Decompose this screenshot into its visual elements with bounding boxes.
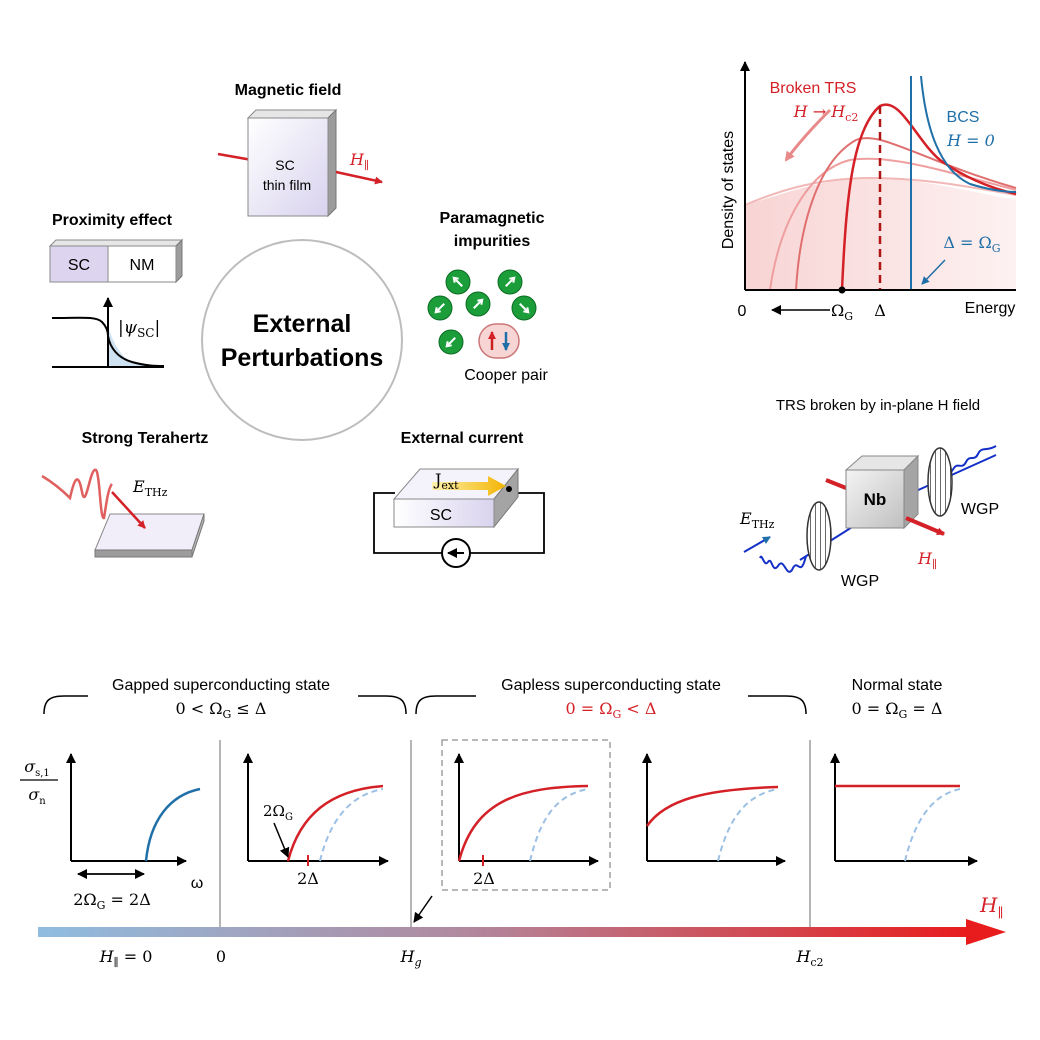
- two-delta-b: 2Δ: [473, 869, 495, 888]
- tick-zero: 0: [216, 947, 226, 966]
- tick-hc2: Hc2: [795, 947, 823, 969]
- dos-plot: Broken TRS H → Hc2 BCS H = 0 Density of …: [720, 61, 1017, 323]
- impurity-spin-icon: [511, 295, 537, 321]
- dos-fill: [745, 177, 1016, 290]
- gapped-brace-right: [358, 695, 407, 715]
- broken-trs-h: H → Hc2: [793, 102, 859, 124]
- tick-hg: Hg: [400, 947, 422, 969]
- dos-x-delta: Δ: [874, 301, 886, 320]
- film-label-2: thin film: [263, 177, 311, 193]
- wgp1-label: WGP: [841, 573, 879, 590]
- impurity-spin-icon: [445, 269, 471, 295]
- field-label: H∥: [349, 150, 369, 172]
- dos-x-zero: 0: [738, 303, 747, 320]
- bcs-label: BCS: [947, 109, 980, 126]
- h-axis-label: H∥: [979, 893, 1003, 921]
- setup-title: TRS broken by in-plane H field: [776, 397, 980, 414]
- h-field-arrow: [905, 516, 945, 536]
- omega-label: ω: [191, 875, 204, 892]
- paramagnetic-title-1: Paramagnetic: [440, 210, 545, 227]
- panel2-red-curve: [286, 784, 384, 862]
- panel3-red-curve: [457, 784, 589, 862]
- highlight-box: [441, 739, 611, 891]
- normal-title: Normal state: [852, 677, 943, 694]
- magnetic-field-title: Magnetic field: [235, 82, 342, 99]
- h-axis-arrowhead: [966, 919, 1006, 945]
- psi-label: |ψSC|: [118, 318, 160, 340]
- current-panel: External current Jext SC: [373, 430, 545, 568]
- jext-label: Jext: [433, 470, 459, 492]
- gapped-title: Gapped superconducting state: [112, 677, 330, 694]
- bcs-curve: [920, 75, 1017, 193]
- current-arrow: [432, 476, 506, 496]
- center-line2: Perturbations: [221, 344, 384, 372]
- spin-impurities: [427, 269, 537, 355]
- current-title: External current: [401, 430, 524, 447]
- h-zero-label: H∥ = 0: [99, 947, 153, 969]
- gapless-title: Gapless superconducting state: [501, 677, 721, 694]
- panel4-red-curve: [645, 785, 779, 827]
- center-line1: External: [253, 310, 352, 338]
- field-line-in: [217, 152, 253, 162]
- psi-decay-fill: [108, 326, 164, 366]
- broken-trs-curve: [840, 103, 1017, 291]
- paramagnetic-title-2: impurities: [454, 233, 531, 250]
- dos-x-omega: ΩG: [831, 301, 853, 323]
- terahertz-title: Strong Terahertz: [82, 430, 209, 447]
- dos-ylabel: Density of states: [720, 131, 737, 249]
- dos-xlabel: Energy: [965, 300, 1016, 317]
- phase-diagram: Gapped superconducting state 0 < ΩG ≤ Δ …: [20, 677, 1006, 969]
- sc-bar-label: SC: [430, 507, 452, 524]
- magnetic-field-panel: Magnetic field SC thin film H∥: [217, 82, 383, 218]
- h-axis-bar: [38, 927, 968, 937]
- nb-label: Nb: [864, 490, 887, 509]
- wgp2-label: WGP: [961, 501, 999, 518]
- delta-eq-label: Δ = ΩG: [943, 233, 1000, 255]
- ylabel-num: σs,1: [24, 757, 50, 779]
- gapped-curve: [144, 787, 201, 862]
- film-label-1: SC: [275, 157, 294, 173]
- field-arrow: [335, 170, 383, 185]
- sc-bar: [393, 498, 495, 528]
- impurity-spin-icon: [438, 329, 464, 355]
- proximity-panel: Proximity effect SC NM |ψSC|: [48, 212, 184, 368]
- two-omega-label: 2ΩG: [263, 802, 293, 823]
- setup-h-label: H∥: [917, 549, 937, 571]
- cooper-pair-label: Cooper pair: [464, 367, 548, 384]
- sc-thin-film: [247, 117, 329, 217]
- impurity-spin-icon: [427, 295, 453, 321]
- nm-label: NM: [130, 257, 155, 274]
- nb-sample: [845, 469, 905, 529]
- nm-block: [107, 245, 177, 283]
- wgp2-polarizer-icon: [927, 447, 953, 517]
- impurity-spin-icon: [465, 291, 491, 317]
- broken-trs-label: Broken TRS: [770, 80, 857, 97]
- setup-e-label: ETHz: [739, 509, 775, 531]
- setup-panel: TRS broken by in-plane H field Nb WGP WG…: [739, 397, 999, 590]
- gapless-condition: 0 = ΩG < Δ: [566, 699, 657, 721]
- wgp1-polarizer-icon: [806, 501, 832, 571]
- proximity-title: Proximity effect: [52, 212, 173, 229]
- gapless-brace-left: [415, 695, 476, 715]
- two-delta-a: 2Δ: [297, 869, 319, 888]
- gapped-brace-left: [43, 695, 88, 715]
- gapless-brace-right: [748, 695, 807, 715]
- thz-label: ETHz: [132, 477, 168, 499]
- two-omega-eq-label: 2ΩG = 2Δ: [73, 890, 151, 912]
- ylabel-den: σn: [28, 785, 46, 807]
- terahertz-panel: Strong Terahertz ETHz: [41, 430, 209, 558]
- gapped-condition: 0 < ΩG ≤ Δ: [176, 699, 267, 721]
- thz-pulse-icon: [41, 468, 114, 520]
- center-hub: External Perturbations: [201, 239, 403, 441]
- bcs-h0: H = 0: [946, 131, 995, 150]
- thz-arrow: [111, 491, 146, 529]
- sc-label: SC: [68, 257, 90, 274]
- cooper-pair-ellipse: [478, 323, 520, 359]
- normal-condition: 0 = ΩG = Δ: [852, 699, 943, 721]
- sc-block: [49, 245, 109, 283]
- thz-pulse-in-icon: [759, 555, 807, 573]
- impurity-spin-icon: [497, 269, 523, 295]
- paramagnetic-panel: Paramagnetic impurities Cooper pair: [427, 210, 548, 384]
